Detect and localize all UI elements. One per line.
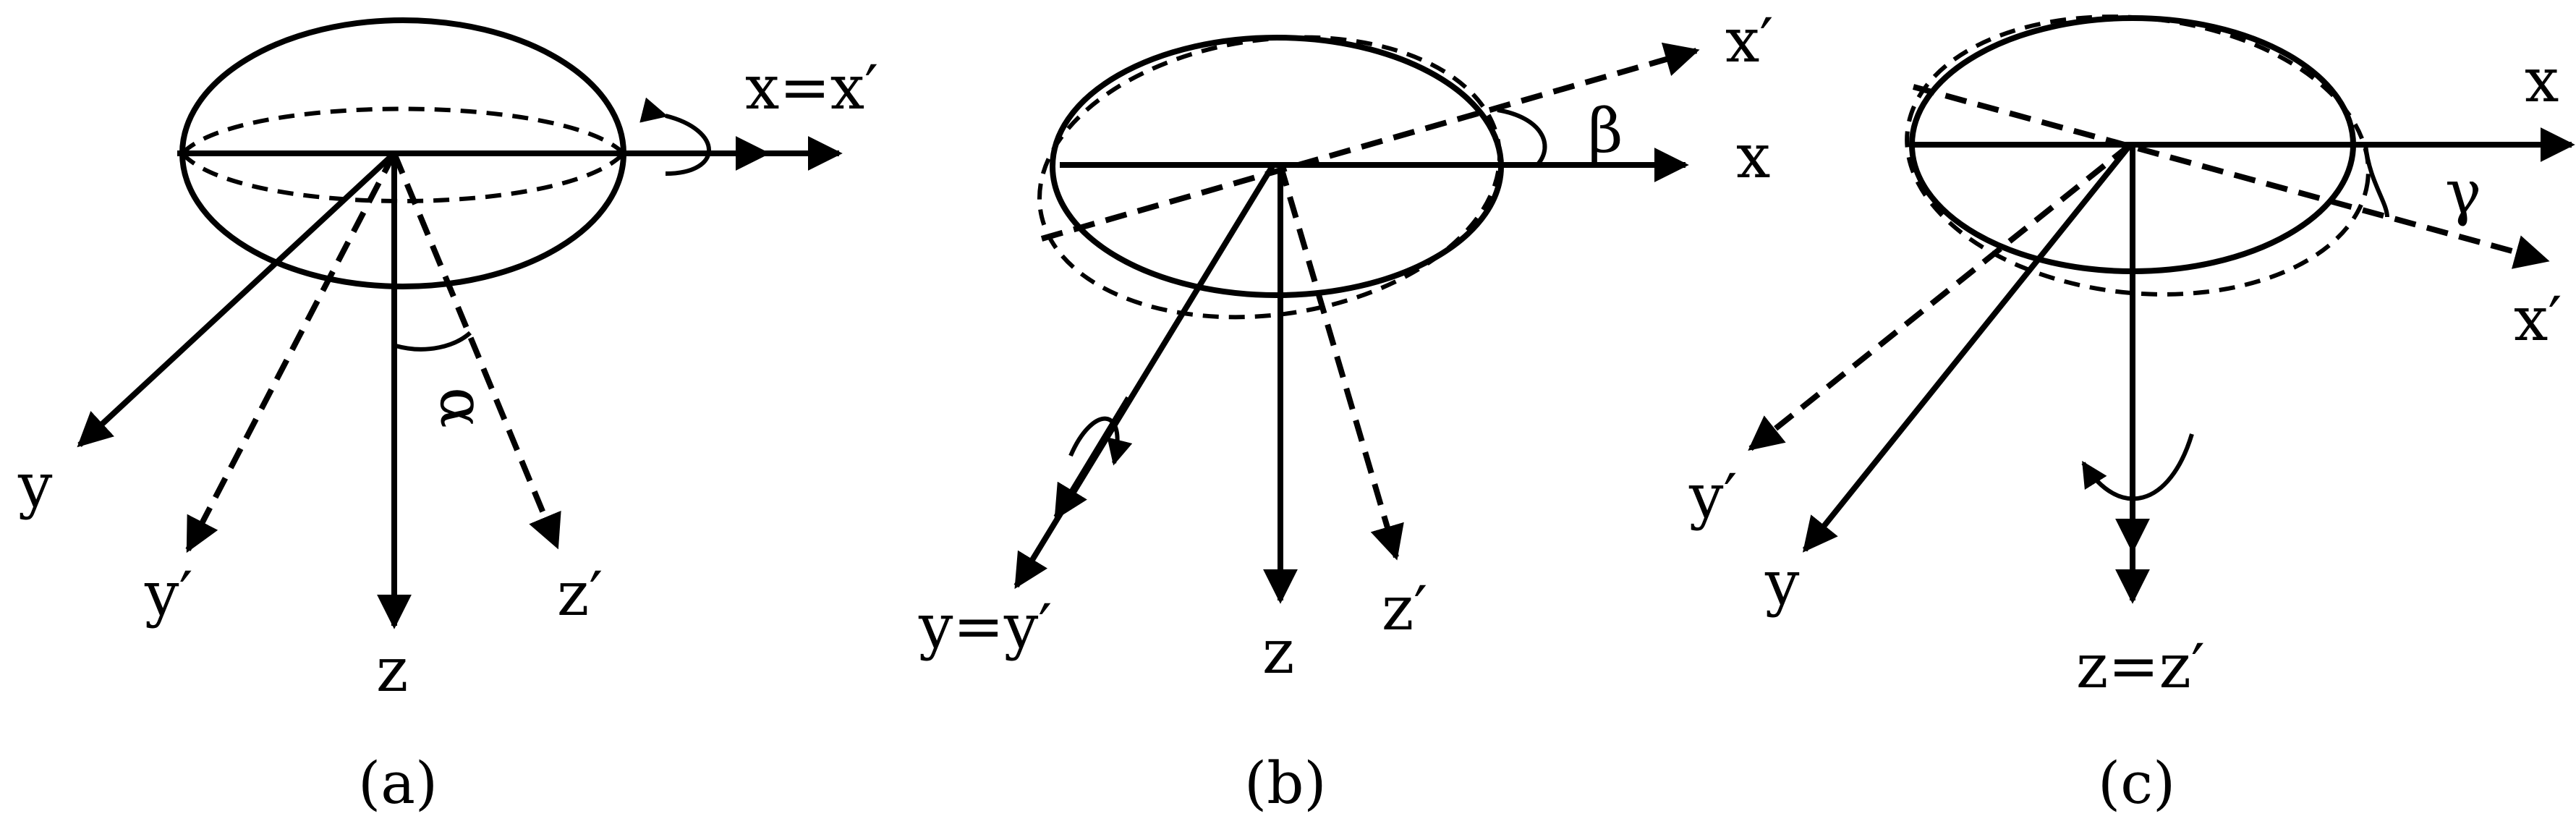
equator-back-dashed [180,106,626,156]
label-y-eq-yprime: y=y′ [918,591,1052,662]
angle-arc-beta [1497,108,1547,166]
label-z-prime: z′ [557,558,603,629]
x-prime-axis [1040,42,1700,242]
z-prime-axis [1278,163,1404,561]
y-axis [1802,143,2133,553]
label-y: y [1764,548,1800,619]
panel-c: x γ x′ y′ y z=z′ (c) [1688,14,2575,817]
y-axis [77,151,396,448]
y-prime-axis [1748,142,2133,451]
angle-arc-gamma [2363,144,2389,218]
label-x-eq-xprime: x=x′ [745,52,878,123]
label-x: x [1736,121,1770,192]
rotation-arrow-z [2081,433,2194,501]
label-z-eq-zprime: z=z′ [2076,631,2205,702]
ellipsoid-rotated-outline [1037,35,1502,320]
z-prime-axis [391,152,561,550]
caption-b: (b) [1244,749,1327,817]
rotation-arrow-x [639,97,711,176]
label-x: x [2525,45,2559,116]
label-alpha: α [427,387,498,428]
x-prime-axis [1912,84,2550,269]
label-z-prime: z′ [1382,573,1427,644]
label-x-prime: x′ [1725,5,1773,76]
caption-c: (c) [2098,749,2175,817]
ellipsoid-rotated-outline [1905,14,2371,297]
equator-front-dashed [180,151,626,203]
label-y-prime: y′ [1688,461,1738,532]
caption-a: (a) [358,749,438,817]
y-axis [1013,163,1276,590]
rotation-arrow-y [1068,416,1133,466]
label-y-prime: y′ [144,558,193,629]
panel-a: x=x′ y y′ z z′ α (a) [17,17,878,817]
label-y: y [17,450,53,521]
angle-arc-alpha [395,331,472,352]
label-gamma: γ [2445,157,2481,228]
panel-b: x′ β x y=y′ z z′ (b) [918,5,1773,817]
label-beta: β [1588,95,1623,166]
y-prime-axis [185,152,397,553]
label-z: z [1262,616,1294,687]
label-z: z [376,634,408,705]
label-x-prime: x′ [2514,284,2562,354]
y-axis-extra-arrow [1053,396,1131,521]
